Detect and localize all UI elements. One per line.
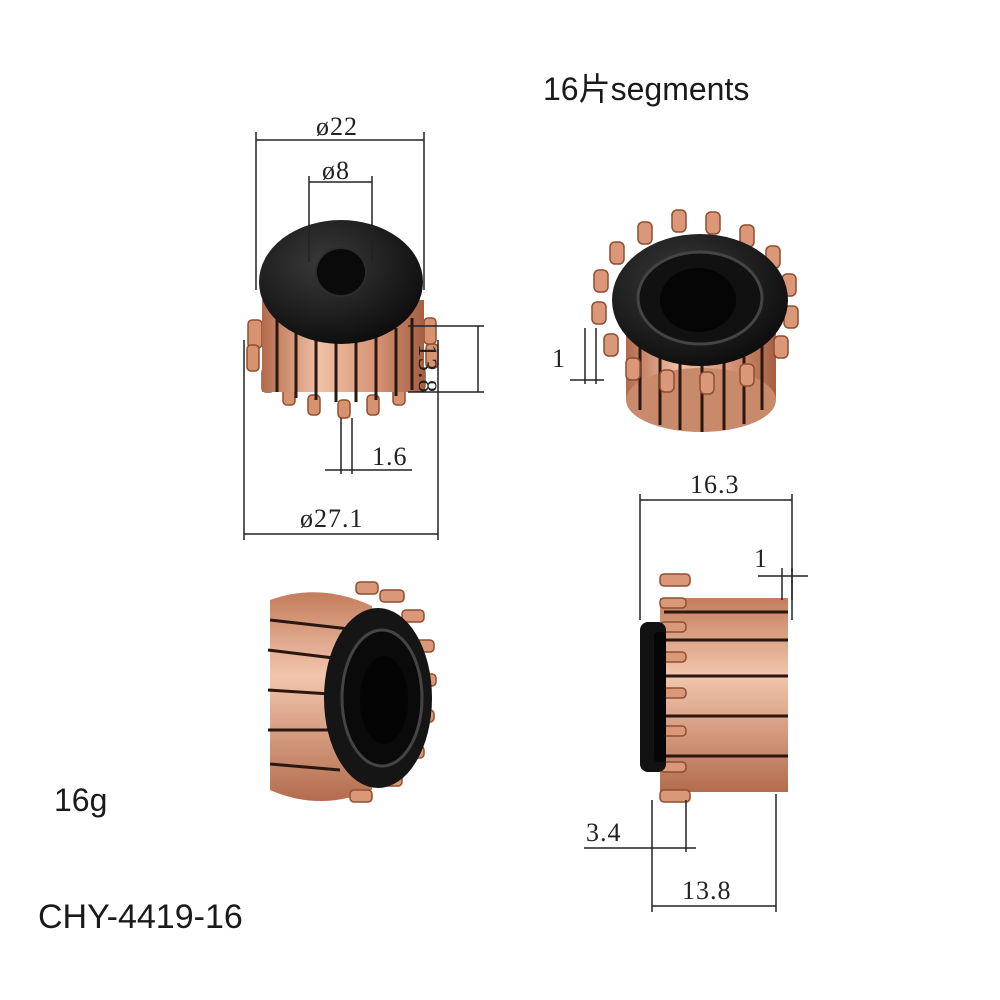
segments-title: 16片segments <box>543 71 750 107</box>
dim-height: 13.8 <box>413 344 442 394</box>
dimension-lines-bottom-right <box>584 494 808 912</box>
dimension-lines-top-left <box>243 132 484 540</box>
commutator-angled-view <box>591 209 799 432</box>
dim-hook-length: 3.4 <box>586 818 622 847</box>
commutator-side-view <box>640 573 788 803</box>
dim-hook-diameter: ø27.1 <box>300 504 364 533</box>
dim-thickness-side: 1 <box>754 544 768 573</box>
commutator-top-view <box>246 220 439 419</box>
hooks-top-right <box>591 209 799 395</box>
dim-inner-diameter: ø8 <box>322 156 350 185</box>
dimension-lines-top-right <box>570 328 604 384</box>
model-number: CHY-4419-16 <box>38 898 243 936</box>
segment-gaps <box>275 318 414 402</box>
dim-overall-length: 16.3 <box>690 470 740 499</box>
hooks-bottom-right <box>659 573 691 803</box>
dim-body-length: 13.8 <box>682 876 732 905</box>
weight-label: 16g <box>54 782 108 818</box>
commutator-side-perspective <box>267 581 437 803</box>
dim-thickness-top: 1 <box>552 344 566 373</box>
dim-hook-width: 1.6 <box>372 442 408 471</box>
dim-outer-diameter: ø22 <box>316 112 358 141</box>
